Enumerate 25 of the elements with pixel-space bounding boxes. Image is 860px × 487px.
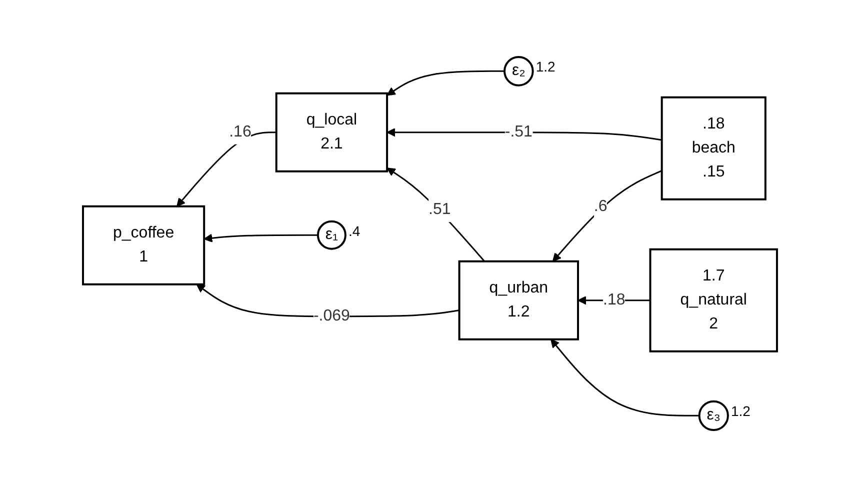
node-circle: ε₂	[503, 56, 534, 86]
variance-label: .4	[348, 222, 360, 239]
node-circle: ε₃	[698, 400, 729, 431]
arrow	[386, 168, 486, 262]
arrow	[176, 132, 276, 207]
variance-label: 1.2	[730, 402, 750, 419]
edge-label: -.069	[313, 307, 350, 324]
arrow	[550, 338, 700, 416]
arrow	[204, 234, 318, 242]
node-box: p_coffee 1	[82, 205, 206, 286]
arrow	[386, 128, 662, 141]
edge-label: .16	[229, 123, 252, 140]
variance-label: 1.2	[536, 58, 556, 74]
node-box: q_local 2.1	[275, 92, 388, 172]
node-box: .18 beach .15	[660, 96, 766, 200]
edge-label: .51	[428, 201, 451, 218]
edge-label: .18	[603, 291, 626, 308]
edge-label: -.51	[504, 123, 532, 140]
node-box: q_urban 1.2	[458, 260, 580, 340]
node-circle: ε₁	[316, 220, 346, 250]
arrow	[552, 170, 662, 262]
edge-label: .6	[594, 198, 608, 215]
node-box: 1.7 q_natural 2	[649, 248, 778, 352]
arrow	[578, 296, 650, 305]
arrow	[386, 70, 504, 96]
